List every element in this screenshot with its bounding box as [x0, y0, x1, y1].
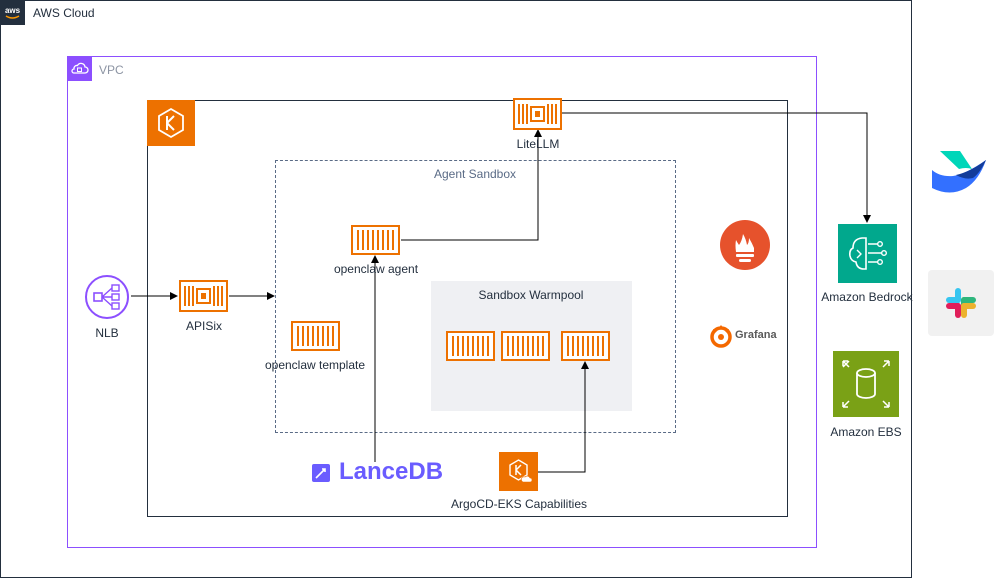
container-icon: [291, 321, 340, 356]
warmpool-container-icon: [561, 331, 610, 366]
svg-text:aws: aws: [5, 6, 21, 15]
aws-cloud-label: AWS Cloud: [33, 6, 95, 20]
litellm-label: LiteLLM: [516, 137, 560, 151]
chip-container-icon: [513, 98, 562, 135]
grafana-icon: [709, 323, 733, 354]
chip-container-icon: [179, 280, 228, 317]
eks-icon: [147, 100, 195, 146]
bedrock-icon: [838, 224, 897, 283]
prometheus-icon: [719, 219, 771, 276]
aws-logo-icon: aws: [0, 0, 25, 25]
amazon-bedrock-label: Amazon Bedrock: [821, 290, 913, 304]
openclaw-agent-label: openclaw agent: [333, 262, 419, 276]
agent-sandbox-label: Agent Sandbox: [433, 167, 517, 181]
load-balancer-icon: [84, 274, 130, 325]
aws-cloud-group: [0, 0, 912, 578]
arrow-litellm-to-bedrock: [562, 112, 871, 223]
container-icon: [351, 225, 400, 260]
arrow-agent-to-litellm: [401, 129, 542, 241]
amazon-ebs-label: Amazon EBS: [830, 425, 902, 439]
eks-cluster-group: [147, 100, 788, 517]
warmpool-container-icon: [501, 331, 550, 366]
arrow-argocd-to-warmpool: [538, 361, 589, 473]
vpc-cloud-icon: [67, 56, 92, 81]
openclaw-template-label: openclaw template: [264, 358, 366, 372]
warmpool-container-icon: [446, 331, 495, 366]
nlb-label: NLB: [95, 326, 119, 340]
vpc-label: VPC: [99, 63, 124, 77]
agent-sandbox-group: [275, 160, 676, 433]
argocd-eks-icon: [499, 452, 538, 491]
ebs-icon: [833, 351, 899, 417]
grafana-label: Grafana: [735, 329, 777, 341]
apisix-label: APISix: [185, 319, 223, 333]
lark-icon: [928, 148, 990, 201]
slack-icon: [944, 286, 978, 325]
sandbox-warmpool-label: Sandbox Warmpool: [478, 288, 584, 302]
lancedb-label: LanceDB: [339, 458, 444, 485]
vpc-group: [67, 56, 817, 548]
argocd-label: ArgoCD-EKS Capabilities: [450, 497, 588, 511]
lancedb-icon: [312, 464, 330, 487]
